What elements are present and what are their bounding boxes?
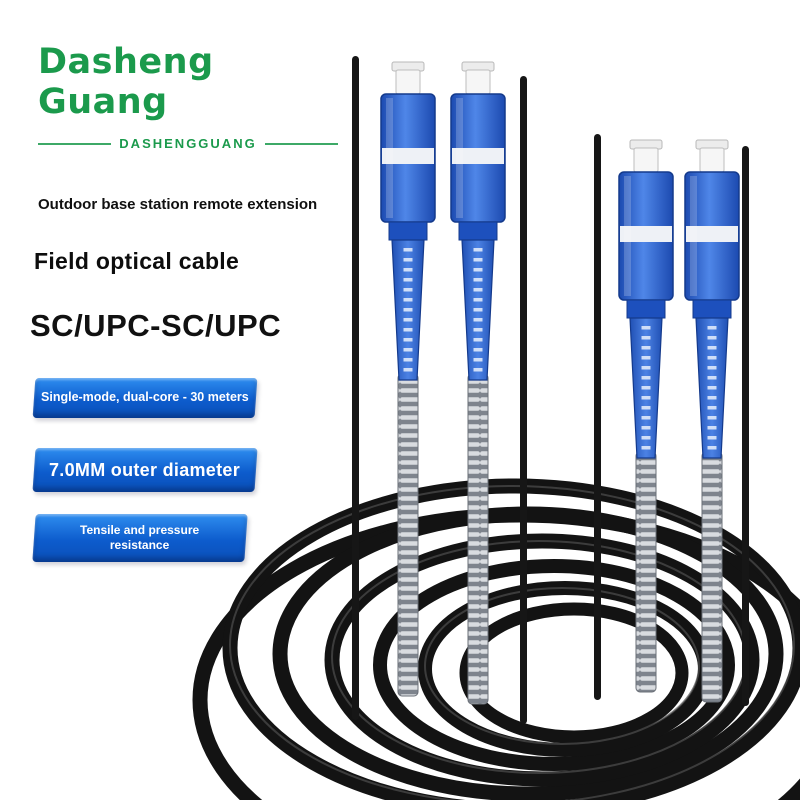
feature-badge-mode-length: Single-mode, dual-core - 30 meters [32,378,258,418]
feature-badge-line2: resistance [110,538,170,552]
feature-badge-line1: Tensile and pressure [80,523,200,537]
product-title: Field optical cable [34,248,240,274]
brand-block: Dasheng Guang DASHENGGUANG [38,42,338,151]
connector-spec-title: SC/UPC-SC/UPC [30,308,282,343]
feature-badge-label: Single-mode, dual-core - 30 meters [41,390,249,405]
feature-badge-label: Tensile and pressure resistance [80,523,199,553]
divider-line-right [264,142,338,145]
brand-name: Dasheng Guang [38,42,214,122]
brand-subtitle-row: DASHENGGUANG [38,136,338,151]
divider-line-left [38,142,112,145]
brand-subtitle: DASHENGGUANG [119,136,257,151]
drop-cables [352,56,749,724]
feature-badge-diameter: 7.0MM outer diameter [32,448,258,492]
feature-badge-label: 7.0MM outer diameter [49,459,241,480]
tagline-text: Outdoor base station remote extension [38,196,318,213]
sc-upc-connectors [381,62,739,458]
feature-badge-tensile: Tensile and pressure resistance [32,514,248,562]
armored-cables [397,373,723,705]
